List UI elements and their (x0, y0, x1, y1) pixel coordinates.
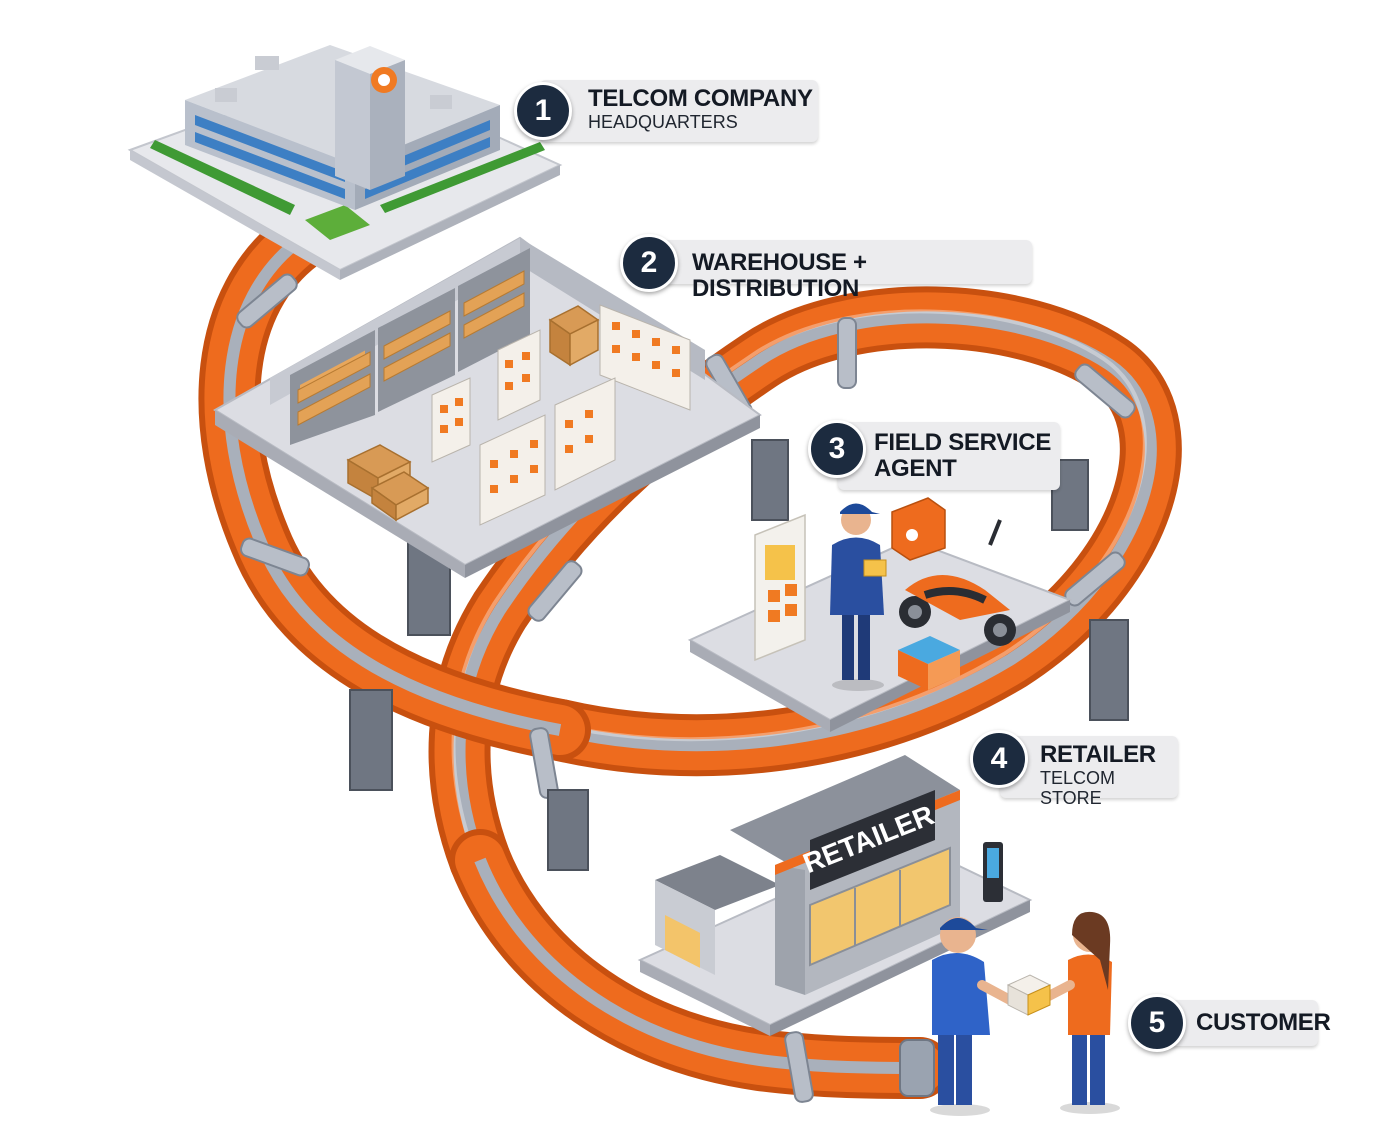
warehouse-platform (213, 236, 762, 578)
product-box (1006, 974, 1052, 1016)
pipe-end-cap (899, 1039, 935, 1097)
field-service-platform (687, 497, 1073, 732)
agent-figure (932, 917, 1015, 1105)
step-1-title: TELCOM COMPANY (588, 85, 813, 112)
headquarters-building (127, 45, 563, 280)
step-5-label: 5 CUSTOMER (1128, 994, 1331, 1052)
delivery-scooter (891, 497, 1016, 646)
step-4-subtitle: TELCOM STORE (1040, 768, 1116, 808)
step-1-subtitle: HEADQUARTERS (588, 112, 738, 132)
step-1-badge: 1 (514, 82, 572, 140)
step-1-label: 1 TELCOM COMPANY HEADQUARTERS (514, 80, 818, 142)
step-5-title: CUSTOMER (1196, 1009, 1331, 1036)
customer-figure (1040, 911, 1112, 1105)
cardboard-boxes (346, 305, 600, 522)
support-pillars (349, 439, 1129, 871)
step-2-label: 2 WAREHOUSE + DISTRIBUTION (620, 234, 1032, 302)
step-4-label: 4 RETAILER TELCOM STORE (970, 730, 1178, 808)
delivery-pipe (198, 209, 1182, 1103)
step-2-badge: 2 (620, 234, 678, 292)
step-4-badge: 4 (970, 730, 1028, 788)
step-4-title: RETAILER (1040, 741, 1156, 768)
sim-pack-stack (898, 636, 960, 690)
step-3-title: FIELD SERVICE (874, 429, 1052, 456)
warehouse-shelves (290, 248, 530, 445)
product-racks (431, 304, 691, 526)
step-3-title-line2: AGENT (874, 455, 957, 482)
field-agent-figure (830, 503, 887, 691)
step-2-title: WAREHOUSE + DISTRIBUTION (692, 249, 867, 302)
step-5-badge: 5 (1128, 994, 1186, 1052)
step-3-label: 3 FIELD SERVICE AGENT (808, 420, 1060, 490)
step-3-badge: 3 (808, 420, 866, 478)
customer-handoff (930, 911, 1120, 1116)
product-display-stand (754, 513, 806, 662)
